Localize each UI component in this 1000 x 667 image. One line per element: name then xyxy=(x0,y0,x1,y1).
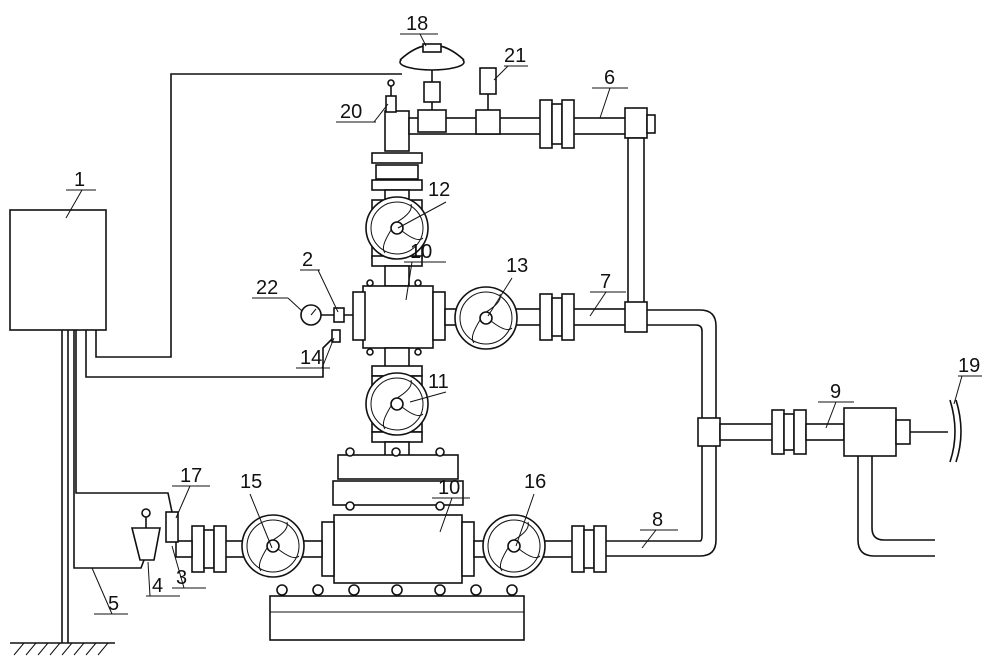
handwheel-valve-13 xyxy=(454,286,518,350)
ground xyxy=(10,642,115,656)
pressure-regulator-actuator xyxy=(399,43,465,110)
upper-flowline xyxy=(408,67,656,311)
label-12: 12 xyxy=(428,179,450,201)
pressure-gauge xyxy=(300,304,353,343)
leader-lines xyxy=(65,33,982,615)
label-13: 13 xyxy=(506,255,528,277)
handwheel-valve-11 xyxy=(365,372,429,436)
lower-flowline xyxy=(473,417,721,573)
label-3: 3 xyxy=(176,567,187,589)
label-14: 14 xyxy=(300,347,322,369)
label-4: 4 xyxy=(152,575,163,597)
label-20: 20 xyxy=(340,101,362,123)
label-5: 5 xyxy=(108,593,119,615)
handwheel-valve-16 xyxy=(482,514,546,578)
pressure-tap-20 xyxy=(385,79,397,113)
handwheel-valve-15 xyxy=(241,514,305,578)
label-7: 7 xyxy=(600,271,611,293)
label-16: 16 xyxy=(524,471,546,493)
label-11: 11 xyxy=(428,371,449,393)
label-22: 22 xyxy=(256,277,278,299)
label-19: 19 xyxy=(958,355,980,377)
label-8: 8 xyxy=(652,509,663,531)
control-lines xyxy=(61,73,402,643)
label-18: 18 xyxy=(406,13,428,35)
label-17: 17 xyxy=(180,465,202,487)
part-labels: 1 2 3 4 5 6 7 8 9 10 10 11 12 13 14 15 1… xyxy=(74,13,980,615)
label-15: 15 xyxy=(240,471,262,493)
label-1: 1 xyxy=(74,169,85,191)
control-box xyxy=(9,209,107,331)
label-10-upper: 10 xyxy=(410,241,432,263)
label-9: 9 xyxy=(830,381,841,403)
label-21: 21 xyxy=(504,45,526,67)
label-6: 6 xyxy=(604,67,615,89)
label-10-lower: 10 xyxy=(438,477,460,499)
label-2: 2 xyxy=(302,249,313,271)
outlet-line xyxy=(719,399,962,557)
